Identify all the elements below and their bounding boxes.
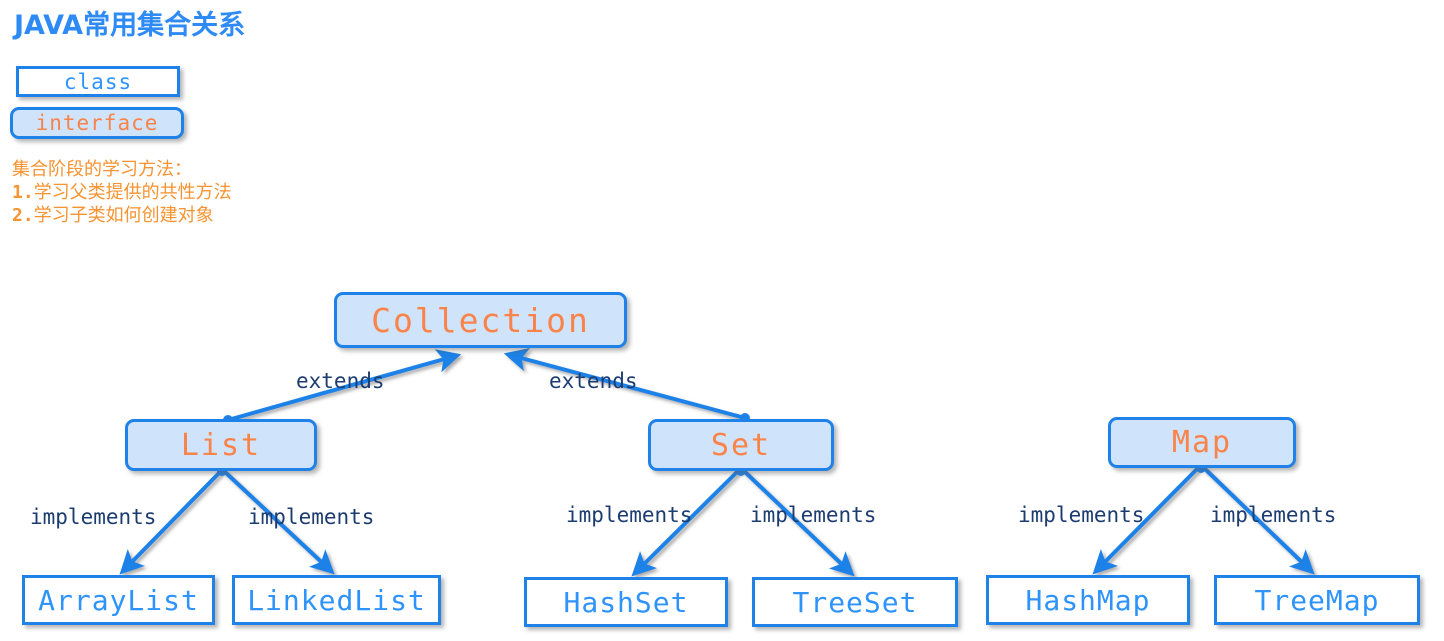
legend-interface-box: interface bbox=[10, 107, 184, 139]
node-set[interactable]: Set bbox=[648, 419, 834, 471]
node-map[interactable]: Map bbox=[1108, 417, 1296, 468]
edge-label-implements-linkedlist: implements bbox=[248, 505, 375, 529]
edge-label-implements-hashset: implements bbox=[566, 503, 693, 527]
node-treemap[interactable]: TreeMap bbox=[1214, 575, 1420, 625]
node-treeset[interactable]: TreeSet bbox=[752, 577, 958, 627]
notes-heading: 集合阶段的学习方法： bbox=[12, 159, 192, 180]
notes-line-2-text: 学习子类如何创建对象 bbox=[33, 205, 214, 226]
node-list[interactable]: List bbox=[125, 419, 317, 471]
edge-label-implements-arraylist: implements bbox=[30, 505, 157, 529]
edge-label-implements-treeset: implements bbox=[750, 503, 877, 527]
notes-line-2: 2.学习子类如何创建对象 bbox=[12, 204, 232, 227]
node-arraylist[interactable]: ArrayList bbox=[22, 575, 215, 625]
node-linkedlist[interactable]: LinkedList bbox=[232, 575, 441, 625]
notes-line-1-number: 1. bbox=[12, 182, 34, 203]
edge-label-implements-hashmap: implements bbox=[1018, 503, 1145, 527]
node-collection[interactable]: Collection bbox=[334, 292, 627, 348]
page-title: JAVA常用集合关系 bbox=[14, 10, 246, 41]
legend-class-box: class bbox=[16, 66, 180, 97]
notes-line-2-number: 2. bbox=[12, 205, 34, 226]
notes-line-1-text: 学习父类提供的共性方法 bbox=[33, 182, 232, 203]
edge-label-implements-treemap: implements bbox=[1210, 503, 1337, 527]
study-notes: 集合阶段的学习方法： 1.学习父类提供的共性方法 2.学习子类如何创建对象 bbox=[12, 158, 232, 227]
notes-line-1: 1.学习父类提供的共性方法 bbox=[12, 181, 232, 204]
edge-label-extends-list: extends bbox=[296, 369, 385, 393]
node-hashset[interactable]: HashSet bbox=[524, 577, 728, 627]
node-hashmap[interactable]: HashMap bbox=[986, 575, 1190, 625]
edge-label-extends-set: extends bbox=[549, 369, 638, 393]
